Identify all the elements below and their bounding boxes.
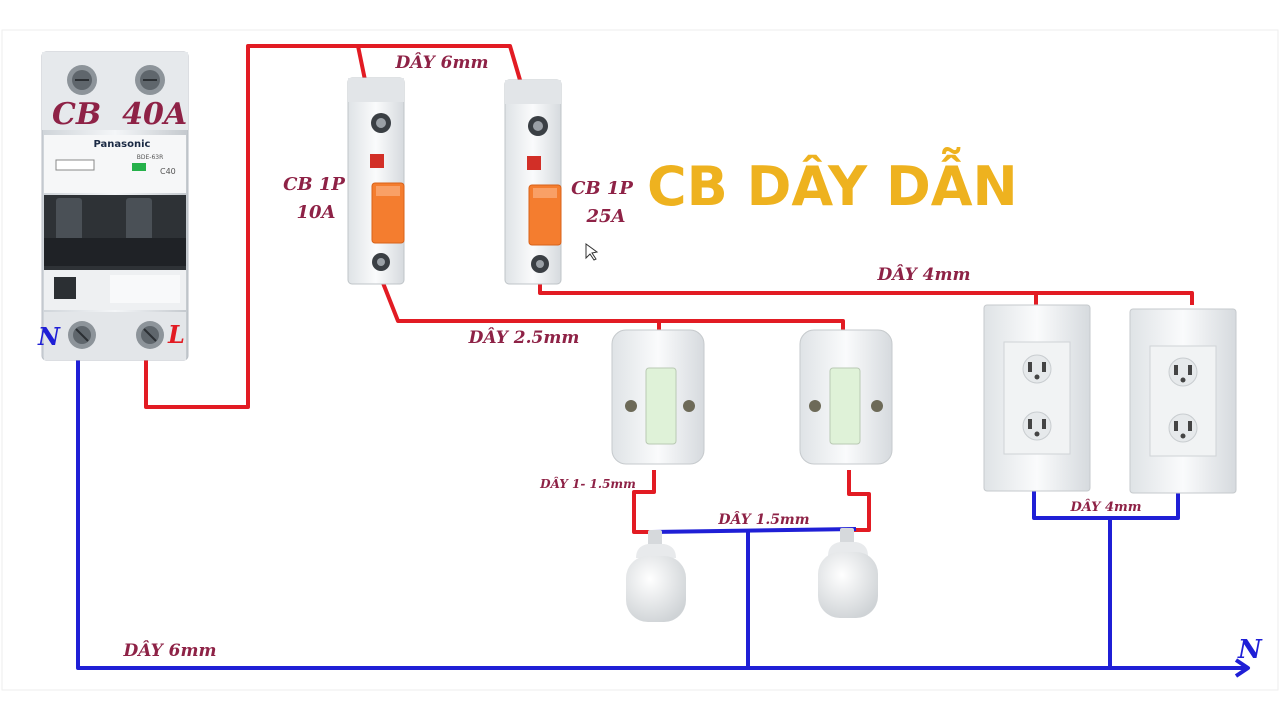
wire-socket-neutral bbox=[1032, 490, 1180, 520]
line-terminal-label: L bbox=[167, 320, 185, 349]
wire-switch2-to-lamp bbox=[847, 470, 871, 532]
neutral-end-label: N bbox=[1237, 635, 1263, 665]
wire-switch1-to-lamp bbox=[632, 470, 656, 534]
main-breaker-label: CB 40A bbox=[52, 97, 187, 132]
page-title: CB DÂY DẪN bbox=[647, 148, 1018, 218]
wire-label-main-neutral: DÂY 6mm bbox=[123, 640, 217, 661]
cb10-label-line2: 10A bbox=[296, 202, 335, 223]
wire-label-socket-neutral: DÂY 4mm bbox=[1069, 499, 1141, 515]
wire-label-switch-out: DÂY 1- 1.5mm bbox=[539, 476, 636, 491]
cursor-icon bbox=[585, 243, 599, 261]
wall-socket-2 bbox=[1129, 308, 1237, 494]
neutral-wires bbox=[76, 345, 1250, 678]
wire-main-l-to-top bbox=[144, 44, 367, 409]
wire-main-neutral bbox=[76, 345, 1248, 670]
wire-top-to-cb25 bbox=[358, 44, 522, 81]
neutral-terminal-label: N bbox=[37, 322, 61, 351]
light-bulb-1 bbox=[626, 530, 686, 622]
light-bulb-2 bbox=[818, 528, 878, 618]
breaker-1p-25a bbox=[504, 79, 562, 285]
main-breaker-brand: Panasonic bbox=[94, 139, 151, 150]
cb25-label-line1: CB 1P bbox=[571, 178, 633, 199]
wall-socket-1 bbox=[983, 304, 1091, 492]
wall-switch-1 bbox=[611, 329, 705, 465]
wire-label-lamp-neutral: DÂY 1.5mm bbox=[717, 510, 809, 528]
wire-neutral-arrow bbox=[1234, 658, 1250, 678]
wire-label-top: DÂY 6mm bbox=[395, 52, 489, 73]
main-breaker-40a: Panasonic BDE-63R C40 bbox=[41, 51, 189, 361]
cb25-label-line2: 25A bbox=[585, 206, 625, 227]
line-wires bbox=[144, 44, 1194, 534]
breaker-1p-10a bbox=[347, 77, 405, 285]
main-breaker-model: BDE-63R bbox=[137, 154, 164, 161]
wall-switch-2 bbox=[799, 329, 893, 465]
wire-lamp-neutral bbox=[651, 527, 857, 534]
wire-cb10-out bbox=[381, 282, 845, 330]
cb10-label-line1: CB 1P bbox=[283, 174, 345, 195]
wire-cb25-out bbox=[538, 283, 1194, 305]
frame-border bbox=[1, 29, 1279, 691]
main-breaker-rating-mark: C40 bbox=[160, 167, 176, 176]
wire-label-cb25-out: DÂY 4mm bbox=[877, 264, 971, 285]
wire-label-cb10-out: DÂY 2.5mm bbox=[468, 327, 580, 348]
